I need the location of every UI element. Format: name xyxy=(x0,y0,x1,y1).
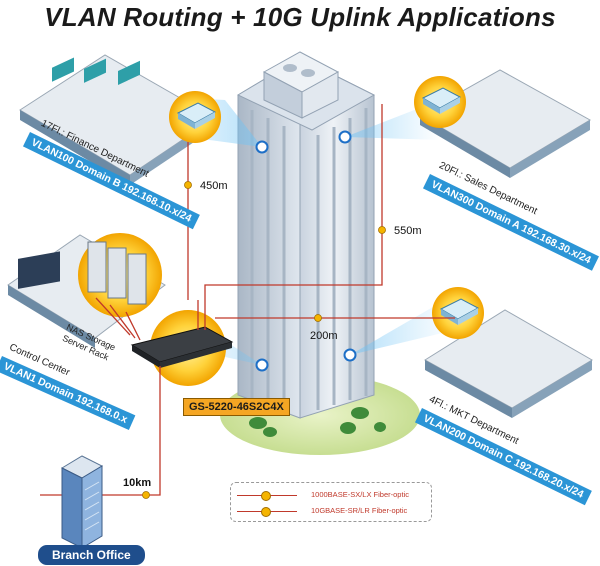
branch-distance: 10km xyxy=(123,477,152,489)
core-switch xyxy=(130,326,234,368)
switch-model-label: GS-5220-46S2C4X xyxy=(183,398,290,416)
tower-ports xyxy=(255,130,357,372)
legend: 1000BASE-SX/LX Fiber-optic 10GBASE-SR/LR… xyxy=(230,482,432,522)
sales-ap xyxy=(414,76,466,128)
legend-badge-10g xyxy=(261,507,271,517)
legend-badge-1g xyxy=(261,491,271,501)
skyscraper xyxy=(236,51,376,419)
finance-ap xyxy=(169,91,221,143)
fiber-links xyxy=(40,104,455,496)
branch-office-badge: Branch Office xyxy=(38,545,145,565)
mkt-ap xyxy=(432,287,484,339)
branch-building xyxy=(60,455,104,549)
mkt-distance: 200m xyxy=(310,330,338,342)
link-badges xyxy=(142,181,386,499)
page-title: VLAN Routing + 10G Uplink Applications xyxy=(44,2,556,32)
sales-distance: 550m xyxy=(394,225,422,237)
legend-label-1g: 1000BASE-SX/LX Fiber-optic xyxy=(311,490,409,499)
finance-distance: 450m xyxy=(200,180,228,192)
server-rack xyxy=(87,241,147,305)
legend-label-10g: 10GBASE-SR/LR Fiber-optic xyxy=(311,506,408,515)
beam-mkt xyxy=(350,300,455,355)
